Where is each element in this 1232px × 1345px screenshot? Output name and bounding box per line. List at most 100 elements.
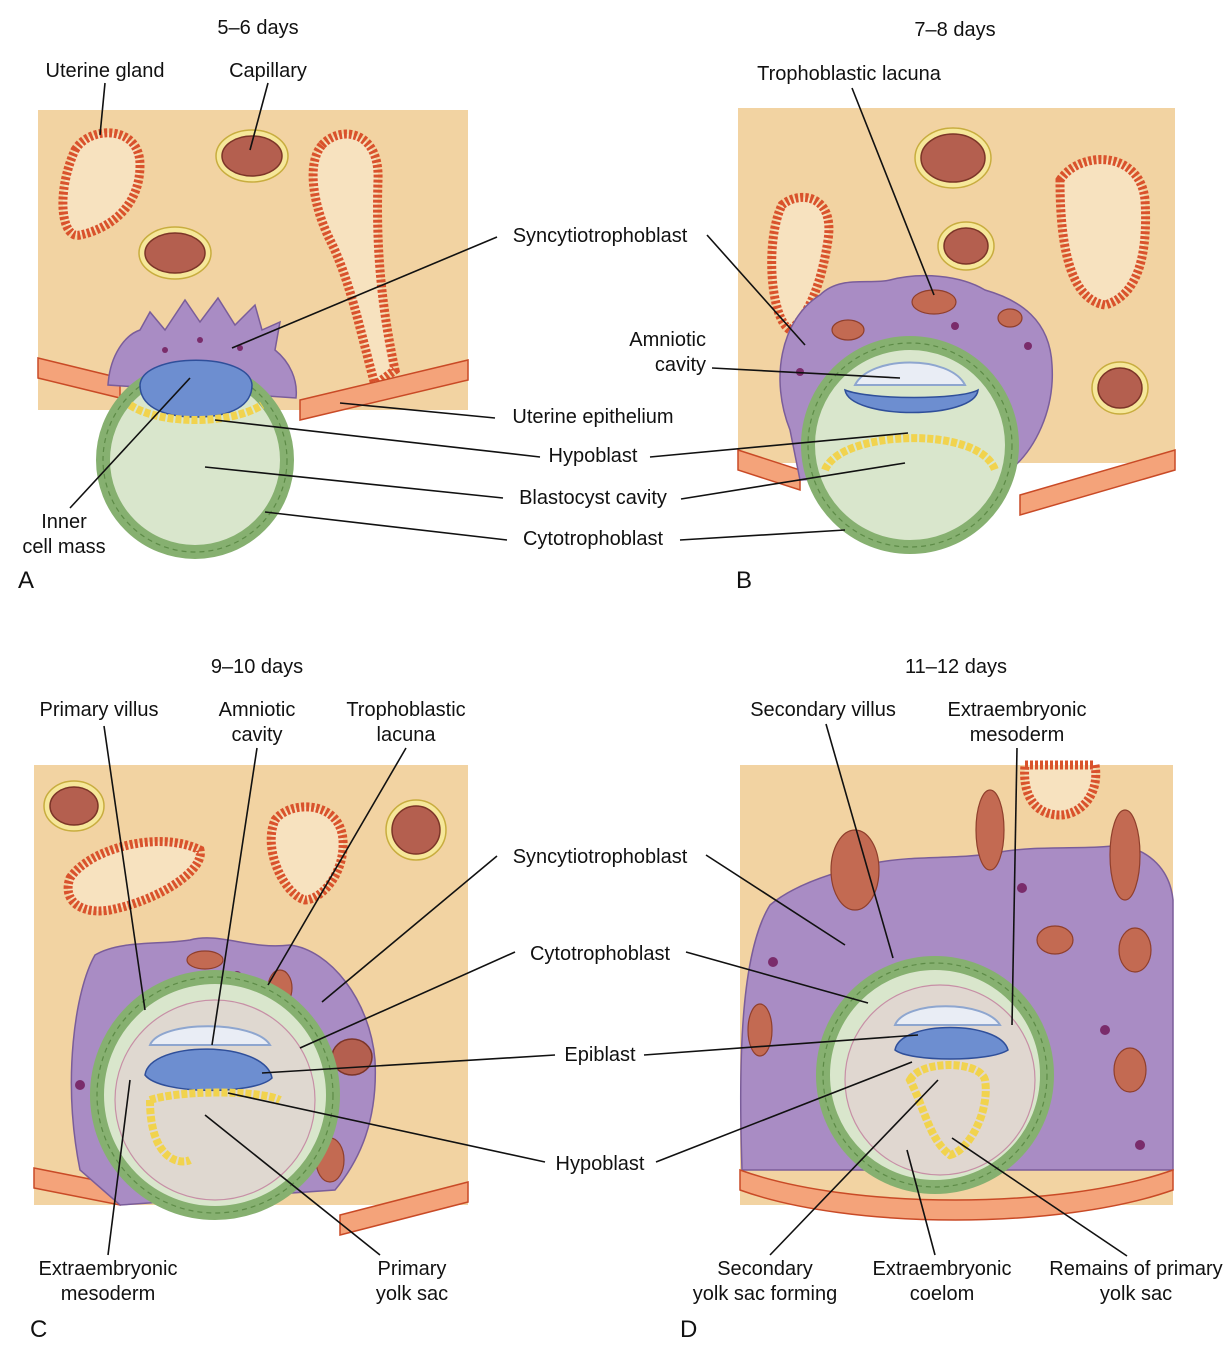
label-extraembryonic-coelom-2: coelom: [910, 1283, 974, 1305]
label-primary-villus: Primary villus: [40, 699, 159, 721]
label-secondary-villus: Secondary villus: [750, 699, 896, 721]
label-trophoblastic-lacuna-c-1: Trophoblastic: [346, 699, 465, 721]
capillary-a2: [144, 232, 206, 274]
amniotic-cavity-d: [893, 1005, 1002, 1026]
leader-epiblast-c: [261, 1054, 556, 1074]
syncytio-dot-a2: [197, 337, 203, 343]
syncytio-dot-a1: [162, 347, 168, 353]
label-extraembryonic-coelom-1: Extraembryonic: [873, 1258, 1012, 1280]
label-hypoblast-ab: Hypoblast: [549, 445, 638, 467]
syncytio-dot-c2: [75, 1080, 85, 1090]
lacuna-d6: [1113, 1047, 1147, 1093]
leader-cytotrophoblast-a: [264, 511, 508, 541]
leader-hypoblast-d: [655, 1061, 913, 1163]
leader-amniotic-cavity-b: [711, 367, 901, 379]
label-extraembryonic-mesoderm-c-2: mesoderm: [61, 1283, 155, 1305]
panel-d: 11–12 days Secondary villus Extraembryon…: [680, 656, 1223, 1343]
syncytio-dot-a3: [237, 345, 243, 351]
leader-blastocyst-cavity-b: [680, 462, 906, 500]
leader-syncytio-b: [706, 234, 806, 346]
leader-syncytio-d: [705, 854, 846, 946]
label-inner-cell-mass-1: Inner: [41, 511, 87, 533]
uterine-epithelium-b: [737, 448, 1176, 516]
shared-labels-ab: Syncytiotrophoblast Uterine epithelium H…: [204, 225, 909, 550]
lacuna-d3: [1109, 809, 1141, 901]
label-epiblast-cd: Epiblast: [564, 1044, 636, 1066]
uterine-gland-d1: [1020, 760, 1101, 820]
label-primary-yolk-sac-1: Primary: [378, 1258, 447, 1280]
panel-letter-a: A: [18, 567, 34, 594]
lacuna-d7: [1118, 927, 1152, 973]
leader-extraembryonic-mesoderm-c: [107, 1079, 131, 1256]
leader-hypoblast-a: [214, 419, 541, 458]
uterine-gland-b2: [1055, 155, 1151, 310]
capillary-b3: [1097, 367, 1143, 409]
cytotrophoblast-inner-c: [96, 976, 334, 1214]
label-extraembryonic-mesoderm-d-2: mesoderm: [970, 724, 1064, 746]
leader-hypoblast-b: [649, 432, 909, 458]
panel-a: 5–6 days Uterine gland Capillary Inner c…: [18, 17, 469, 594]
panel-letter-d: D: [680, 1316, 697, 1343]
capillary-b2: [943, 227, 989, 265]
leader-trophoblastic-lacuna-c: [267, 747, 407, 986]
label-extraembryonic-mesoderm-d-1: Extraembryonic: [948, 699, 1087, 721]
capillary-a1: [221, 135, 283, 177]
hypoblast-d: [905, 1061, 990, 1160]
label-capillary: Capillary: [229, 60, 307, 82]
epiblast-c: [144, 1048, 273, 1092]
lacuna-d4: [1036, 925, 1074, 955]
leader-uterine-epithelium-a: [339, 402, 496, 419]
extraembryonic-mesoderm-c: [114, 999, 316, 1201]
label-cytotrophoblast-cd: Cytotrophoblast: [530, 943, 671, 965]
label-syncytiotrophoblast-cd: Syncytiotrophoblast: [513, 846, 688, 868]
stage-label-c: 9–10 days: [211, 656, 303, 678]
leader-syncytio-c: [321, 855, 498, 1003]
label-amniotic-cavity-b-1: Amniotic: [629, 329, 706, 351]
uterine-gland-a2: [308, 129, 401, 393]
panel-letter-b: B: [736, 567, 752, 594]
hypoblast-c: [146, 1088, 282, 1166]
capillary-c3: [331, 1038, 373, 1076]
leader-trophoblastic-lacuna-b: [851, 87, 935, 296]
hypoblast-b: [821, 434, 999, 472]
shared-labels-cd: Syncytiotrophoblast Cytotrophoblast Epib…: [227, 846, 919, 1175]
label-trophoblastic-lacuna-c-2: lacuna: [377, 724, 437, 746]
inner-cell-mass-a: [139, 359, 253, 418]
epiblast-d: [894, 1026, 1009, 1060]
uterine-gland-b1: [767, 193, 834, 336]
capillary-c1: [49, 786, 99, 826]
leader-syncytio-a: [231, 236, 498, 349]
label-trophoblastic-lacuna-b: Trophoblastic lacuna: [757, 63, 942, 85]
cytotrophoblast-inner-d: [822, 962, 1048, 1188]
label-amniotic-cavity-b-2: cavity: [655, 354, 706, 376]
label-hypoblast-cd: Hypoblast: [556, 1153, 645, 1175]
syncytio-dot-d4: [1135, 1140, 1145, 1150]
syncytio-dot-b2: [951, 322, 959, 330]
lacuna-b1: [911, 289, 957, 315]
label-cytotrophoblast-ab: Cytotrophoblast: [523, 528, 664, 550]
leader-amniotic-cavity-c: [211, 747, 258, 1046]
leader-remains-primary-yolk-sac: [951, 1137, 1128, 1257]
label-uterine-gland: Uterine gland: [46, 60, 165, 82]
lacuna-d5: [747, 1003, 773, 1057]
label-amniotic-cavity-c-2: cavity: [231, 724, 282, 746]
syncytio-dot-d1: [768, 957, 778, 967]
label-remains-primary-yolk-sac-2: yolk sac: [1100, 1283, 1172, 1305]
label-primary-yolk-sac-2: yolk sac: [376, 1283, 448, 1305]
lacuna-b2: [831, 319, 865, 341]
leader-blastocyst-cavity-a: [204, 466, 504, 499]
lacuna-c1: [186, 950, 224, 970]
leader-capillary: [249, 82, 269, 151]
leader-hypoblast-c: [227, 1092, 546, 1163]
label-extraembryonic-mesoderm-c-1: Extraembryonic: [39, 1258, 178, 1280]
syncytio-dot-b3: [1024, 342, 1032, 350]
lacuna-d1: [830, 829, 880, 911]
leader-extraembryonic-coelom: [906, 1149, 936, 1256]
leader-secondary-yolk-sac: [769, 1079, 939, 1256]
leader-inner-cell-mass: [69, 377, 191, 509]
leader-uterine-gland: [99, 82, 106, 136]
panel-c: 9–10 days Primary villus Amniotic cavity…: [30, 656, 469, 1343]
stage-label-d: 11–12 days: [905, 656, 1007, 678]
lacuna-b3: [997, 308, 1023, 328]
